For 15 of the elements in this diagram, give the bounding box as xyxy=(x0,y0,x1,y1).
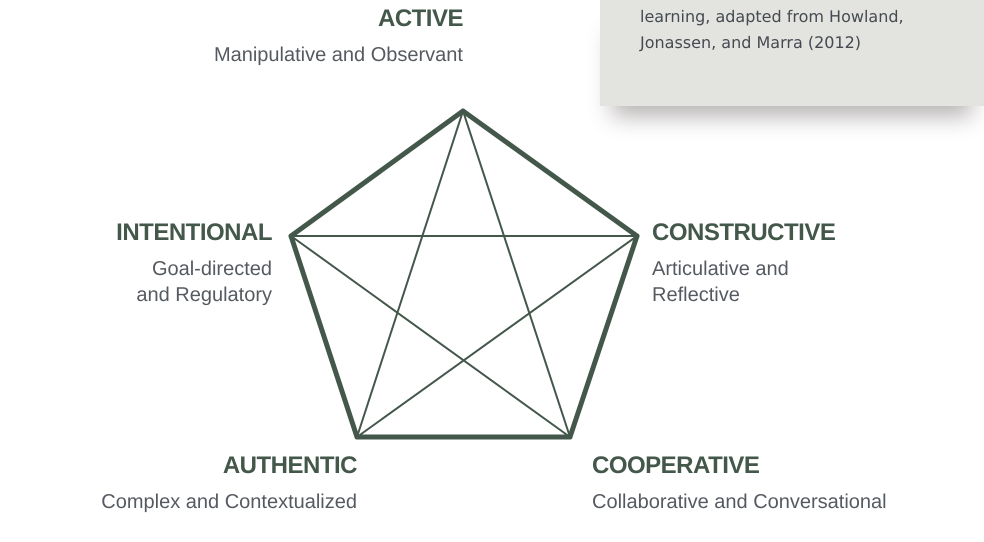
quality-heading: ACTIVE xyxy=(378,4,463,34)
connector-line xyxy=(354,434,572,440)
quality-description: Goal-directed and Regulatory xyxy=(135,257,272,308)
quality-description: Articulative and Reflective xyxy=(652,257,790,308)
quality-description: Manipulative and Observant xyxy=(214,43,463,68)
quality-description: Collaborative and Conversational xyxy=(592,490,887,515)
connector-line xyxy=(288,234,360,440)
quality-heading: INTENTIONAL xyxy=(116,218,272,248)
connector-line xyxy=(288,108,466,238)
caption-text: learning, adapted from Howland, Jonassen, and Marra (2012) xyxy=(640,6,905,54)
quality-heading: COOPERATIVE xyxy=(592,451,760,481)
quality-heading: AUTHENTIC xyxy=(222,451,357,481)
connector-line xyxy=(568,234,640,440)
quality-heading: CONSTRUCTIVE xyxy=(652,218,836,248)
quality-description: Complex and Contextualized xyxy=(101,490,357,515)
